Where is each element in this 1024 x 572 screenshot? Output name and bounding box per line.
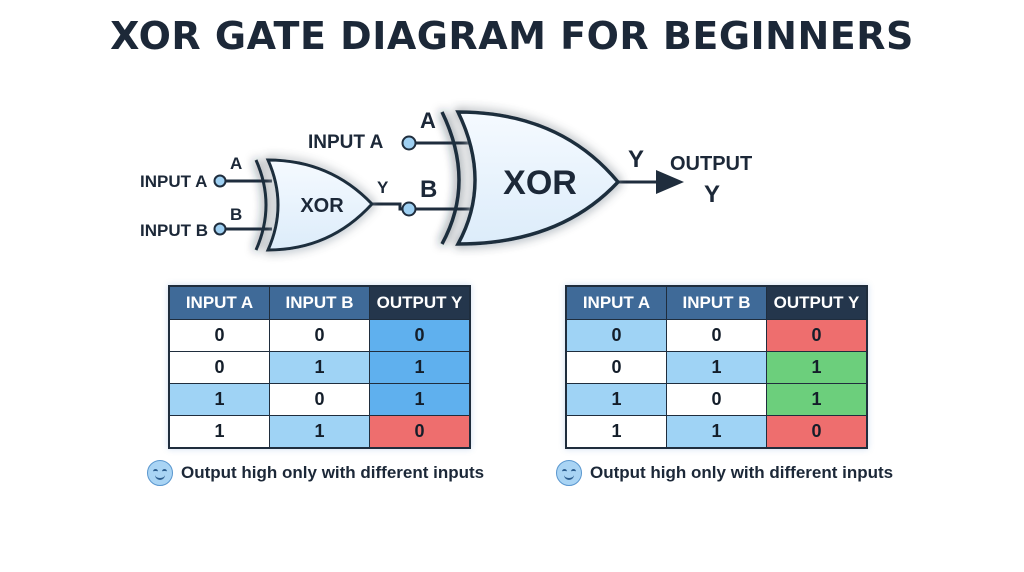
smiley-icon — [556, 460, 582, 486]
header-input-a: INPUT A — [565, 285, 667, 320]
cell: 1 — [666, 351, 767, 384]
table-row: 1 1 0 — [168, 415, 471, 449]
cell: 0 — [666, 319, 767, 352]
large-input-a-pin — [401, 135, 417, 151]
small-input-b-pin — [213, 222, 227, 236]
cell: 1 — [766, 383, 868, 416]
header-input-b: INPUT B — [269, 285, 370, 320]
large-input-a-text: INPUT A — [308, 132, 384, 153]
header-output-y: OUTPUT Y — [766, 285, 868, 320]
small-input-a-text: INPUT A — [140, 172, 207, 191]
caption-left: Output high only with different inputs — [147, 460, 484, 486]
table-header-row: INPUT A INPUT B OUTPUT Y — [168, 285, 471, 320]
cell: 1 — [369, 383, 471, 416]
cell: 0 — [369, 319, 471, 352]
small-input-a-pin — [213, 174, 227, 188]
output-text: OUTPUT — [670, 153, 752, 175]
large-input-b-pin — [401, 201, 417, 217]
header-input-a: INPUT A — [168, 285, 270, 320]
cell: 0 — [766, 415, 868, 449]
caption-right: Output high only with different inputs — [556, 460, 893, 486]
large-gate-name: XOR — [503, 164, 577, 202]
caption-text: Output high only with different inputs — [181, 463, 485, 482]
cell: 1 — [168, 415, 270, 449]
large-pin-y-label: Y — [628, 146, 644, 173]
small-gate-name: XOR — [300, 195, 344, 217]
output-var: Y — [704, 181, 720, 208]
small-xor-gate — [254, 158, 375, 252]
cell: 0 — [269, 319, 370, 352]
cell: 0 — [168, 351, 270, 384]
table-row: 1 0 1 — [565, 383, 868, 416]
output-arrow-icon — [656, 170, 684, 194]
table-row: 1 1 0 — [565, 415, 868, 449]
small-pin-a-label: A — [230, 154, 242, 173]
cell: 1 — [565, 383, 667, 416]
table-row: 0 1 1 — [168, 351, 471, 384]
page-title: XOR GATE DIAGRAM FOR BEGINNERS — [110, 14, 914, 58]
cell: 0 — [369, 415, 471, 449]
table-row: 0 1 1 — [565, 351, 868, 384]
input-pins — [213, 135, 417, 236]
header-output-y: OUTPUT Y — [369, 285, 471, 320]
table-row: 1 0 1 — [168, 383, 471, 416]
cell: 1 — [369, 351, 471, 384]
large-gate-wires — [410, 141, 660, 211]
xor-circuit-diagram: INPUT A INPUT B A B XOR Y INPUT A A B XO… — [140, 108, 752, 252]
cell: 0 — [565, 319, 667, 352]
large-xor-gate — [440, 110, 621, 246]
cell: 1 — [269, 351, 370, 384]
truth-table-left: INPUT A INPUT B OUTPUT Y 0 0 0 0 1 1 1 0… — [168, 285, 471, 449]
cell: 1 — [766, 351, 868, 384]
large-pin-a-label: A — [420, 108, 436, 133]
smiley-icon — [147, 460, 173, 486]
header-input-b: INPUT B — [666, 285, 767, 320]
cell: 0 — [168, 319, 270, 352]
table-row: 0 0 0 — [168, 319, 471, 352]
table-row: 0 0 0 — [565, 319, 868, 352]
cell: 0 — [666, 383, 767, 416]
cell: 1 — [168, 383, 270, 416]
small-pin-b-label: B — [230, 205, 242, 224]
small-input-b-text: INPUT B — [140, 221, 208, 240]
small-pin-y-label: Y — [377, 178, 389, 197]
cell: 1 — [269, 415, 370, 449]
cell: 1 — [565, 415, 667, 449]
cell: 1 — [666, 415, 767, 449]
truth-table-right: INPUT A INPUT B OUTPUT Y 0 0 0 0 1 1 1 0… — [565, 285, 868, 449]
table-header-row: INPUT A INPUT B OUTPUT Y — [565, 285, 868, 320]
caption-text: Output high only with different inputs — [590, 463, 894, 482]
cell: 0 — [269, 383, 370, 416]
cell: 0 — [565, 351, 667, 384]
large-pin-b-label: B — [420, 176, 437, 203]
cell: 0 — [766, 319, 868, 352]
